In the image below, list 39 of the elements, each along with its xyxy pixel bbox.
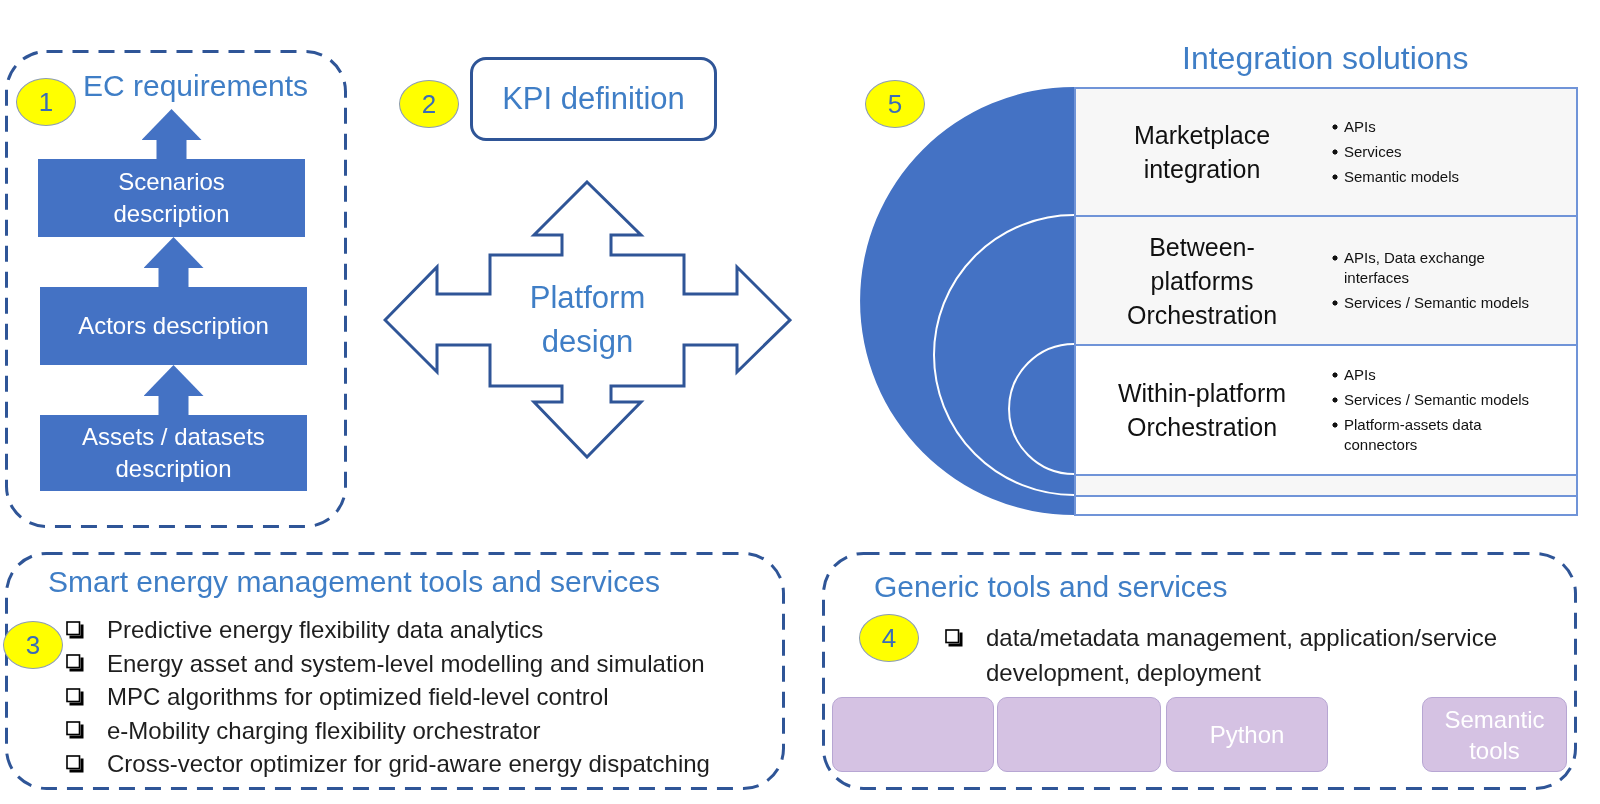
dashed-group-frame	[822, 552, 1577, 790]
list-item-text: Predictive energy flexibility data analytics	[107, 615, 544, 645]
dashed-group-frame	[5, 50, 347, 528]
step-number: 5	[865, 80, 925, 128]
group-title: EC requirements	[83, 63, 309, 109]
tool-tile	[832, 697, 994, 772]
table-row	[1074, 215, 1578, 346]
list-item-text: MPC algorithms for optimized field-level control	[107, 682, 609, 712]
empty-row	[1074, 495, 1578, 516]
step-number: 4	[859, 614, 919, 662]
row-heading: Marketplace integration	[1132, 120, 1272, 185]
group-title: Generic tools and services	[874, 569, 1228, 605]
tool-tile	[997, 697, 1161, 772]
table-row	[1074, 87, 1578, 217]
list-item-text: data/metadata management, application/service development, deployment	[986, 623, 1498, 688]
block-arrow	[143, 365, 204, 415]
table-row	[1074, 344, 1578, 476]
section-title: Integration solutions	[1182, 39, 1469, 77]
list-item-text: Energy asset and system-level modelling and simulation	[107, 648, 705, 679]
tool-tile: Semantic tools	[1422, 697, 1567, 772]
step-number: 3	[3, 621, 63, 669]
dashed-group-frame	[5, 552, 785, 790]
list-item-text: e-Mobility charging flexibility orchestrator	[107, 715, 541, 746]
tool-tile: Python	[1166, 697, 1328, 772]
row-heading: Within-platform Orchestration	[1116, 378, 1288, 443]
process-box: Assets / datasets description	[40, 415, 307, 491]
process-box: Actors description	[40, 287, 307, 365]
shape-label: Platform design	[528, 278, 647, 361]
list-item-text: Cross-vector optimizer for grid-aware energy dispatching	[107, 749, 710, 779]
block-arrow	[141, 109, 202, 159]
process-box: Scenarios description	[38, 159, 305, 237]
group-title: Smart energy management tools and services	[48, 564, 660, 600]
step-number: 2	[399, 80, 459, 128]
step-number: 1	[16, 78, 76, 126]
row-heading: Between-platforms Orchestration	[1125, 231, 1279, 331]
four-way-arrow	[383, 180, 792, 459]
rounded-box: KPI definition	[470, 57, 717, 141]
block-arrow	[143, 237, 204, 287]
empty-row	[1074, 474, 1578, 497]
